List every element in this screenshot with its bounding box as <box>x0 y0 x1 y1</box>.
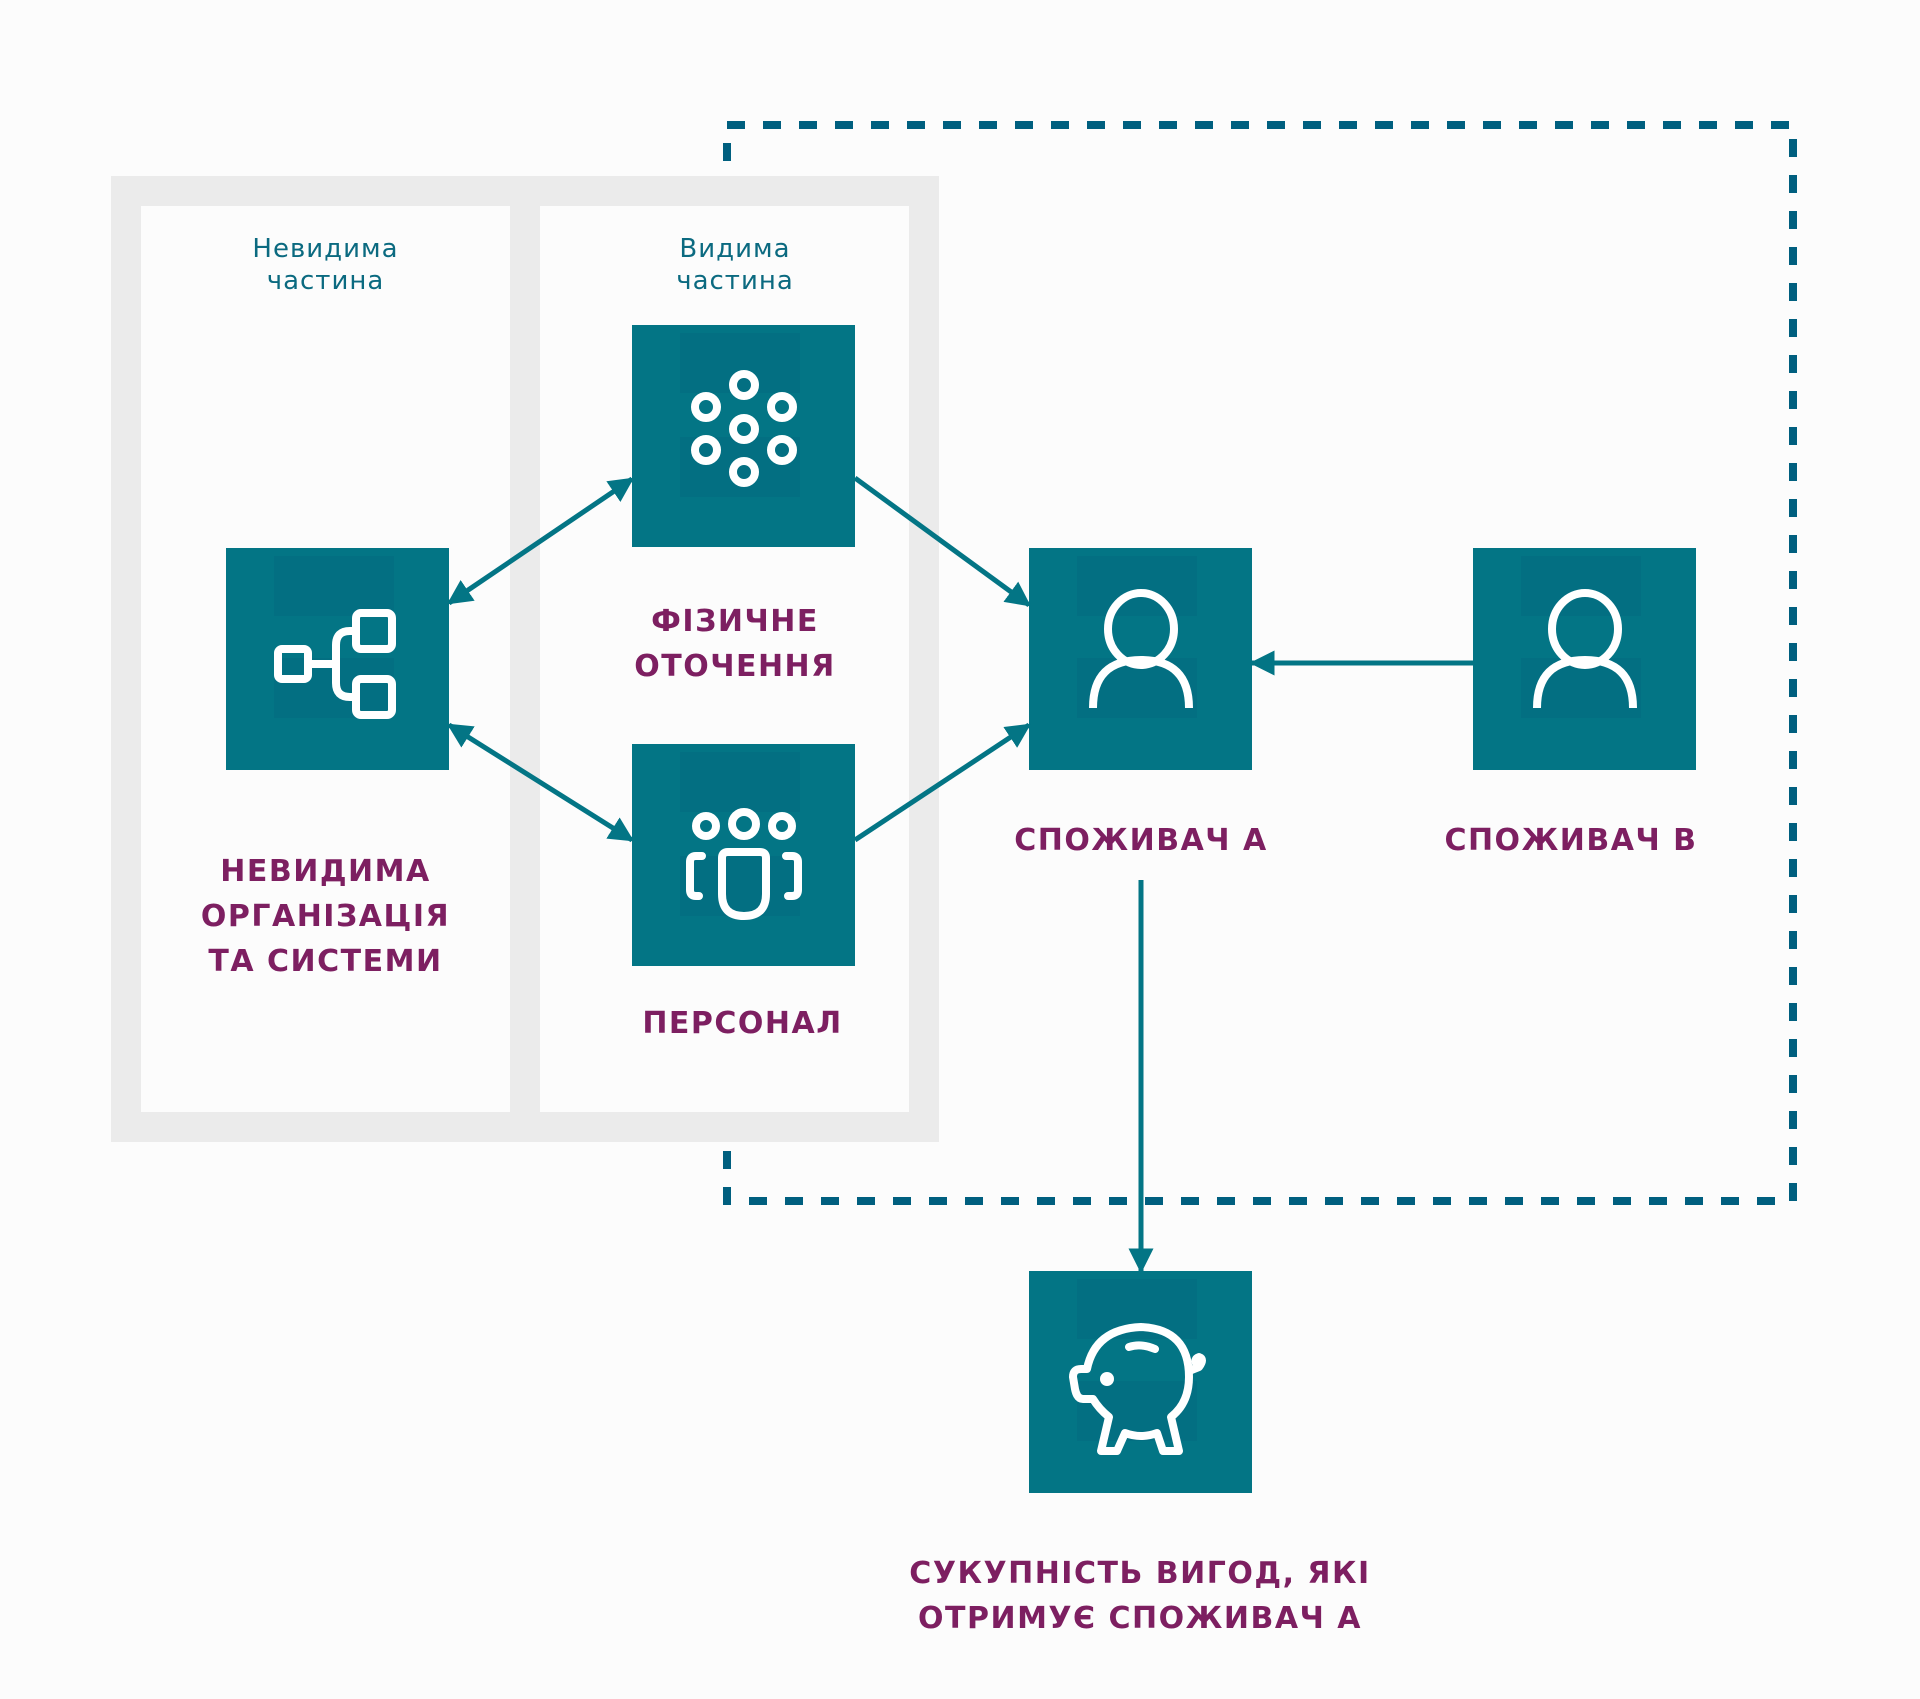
invisible-part-label: Невидима частина <box>252 234 399 296</box>
physical-environment-node[interactable] <box>632 325 855 547</box>
consumer-a-node[interactable] <box>1029 548 1252 770</box>
visible-part-label: Видима частина <box>676 234 794 296</box>
benefits-label: СУКУПНІСТЬ ВИГОД, ЯКІ ОТРИМУЄ СПОЖИВАЧ А <box>909 1556 1371 1636</box>
consumer-b-node[interactable] <box>1473 548 1696 770</box>
personnel-node[interactable] <box>632 744 855 966</box>
user-icon <box>1089 589 1193 709</box>
physical-environment-label: ФІЗИЧНЕ ОТОЧЕННЯ <box>634 604 836 684</box>
personnel-label: ПЕРСОНАЛ <box>642 1006 843 1041</box>
organization-node[interactable] <box>226 548 449 770</box>
consumer-a-label: СПОЖИВАЧ А <box>1014 823 1268 858</box>
group-icon <box>686 808 802 921</box>
dots-cluster-icon <box>691 370 797 487</box>
consumer-b-label: СПОЖИВАЧ В <box>1444 823 1698 858</box>
piggy-bank-icon <box>1069 1323 1206 1455</box>
benefits-node[interactable] <box>1029 1271 1252 1493</box>
org-chart-icon <box>274 609 396 719</box>
organization-label: НЕВИДИМА ОРГАНІЗАЦІЯ ТА СИСТЕМИ <box>200 854 451 979</box>
user-icon <box>1533 589 1637 709</box>
